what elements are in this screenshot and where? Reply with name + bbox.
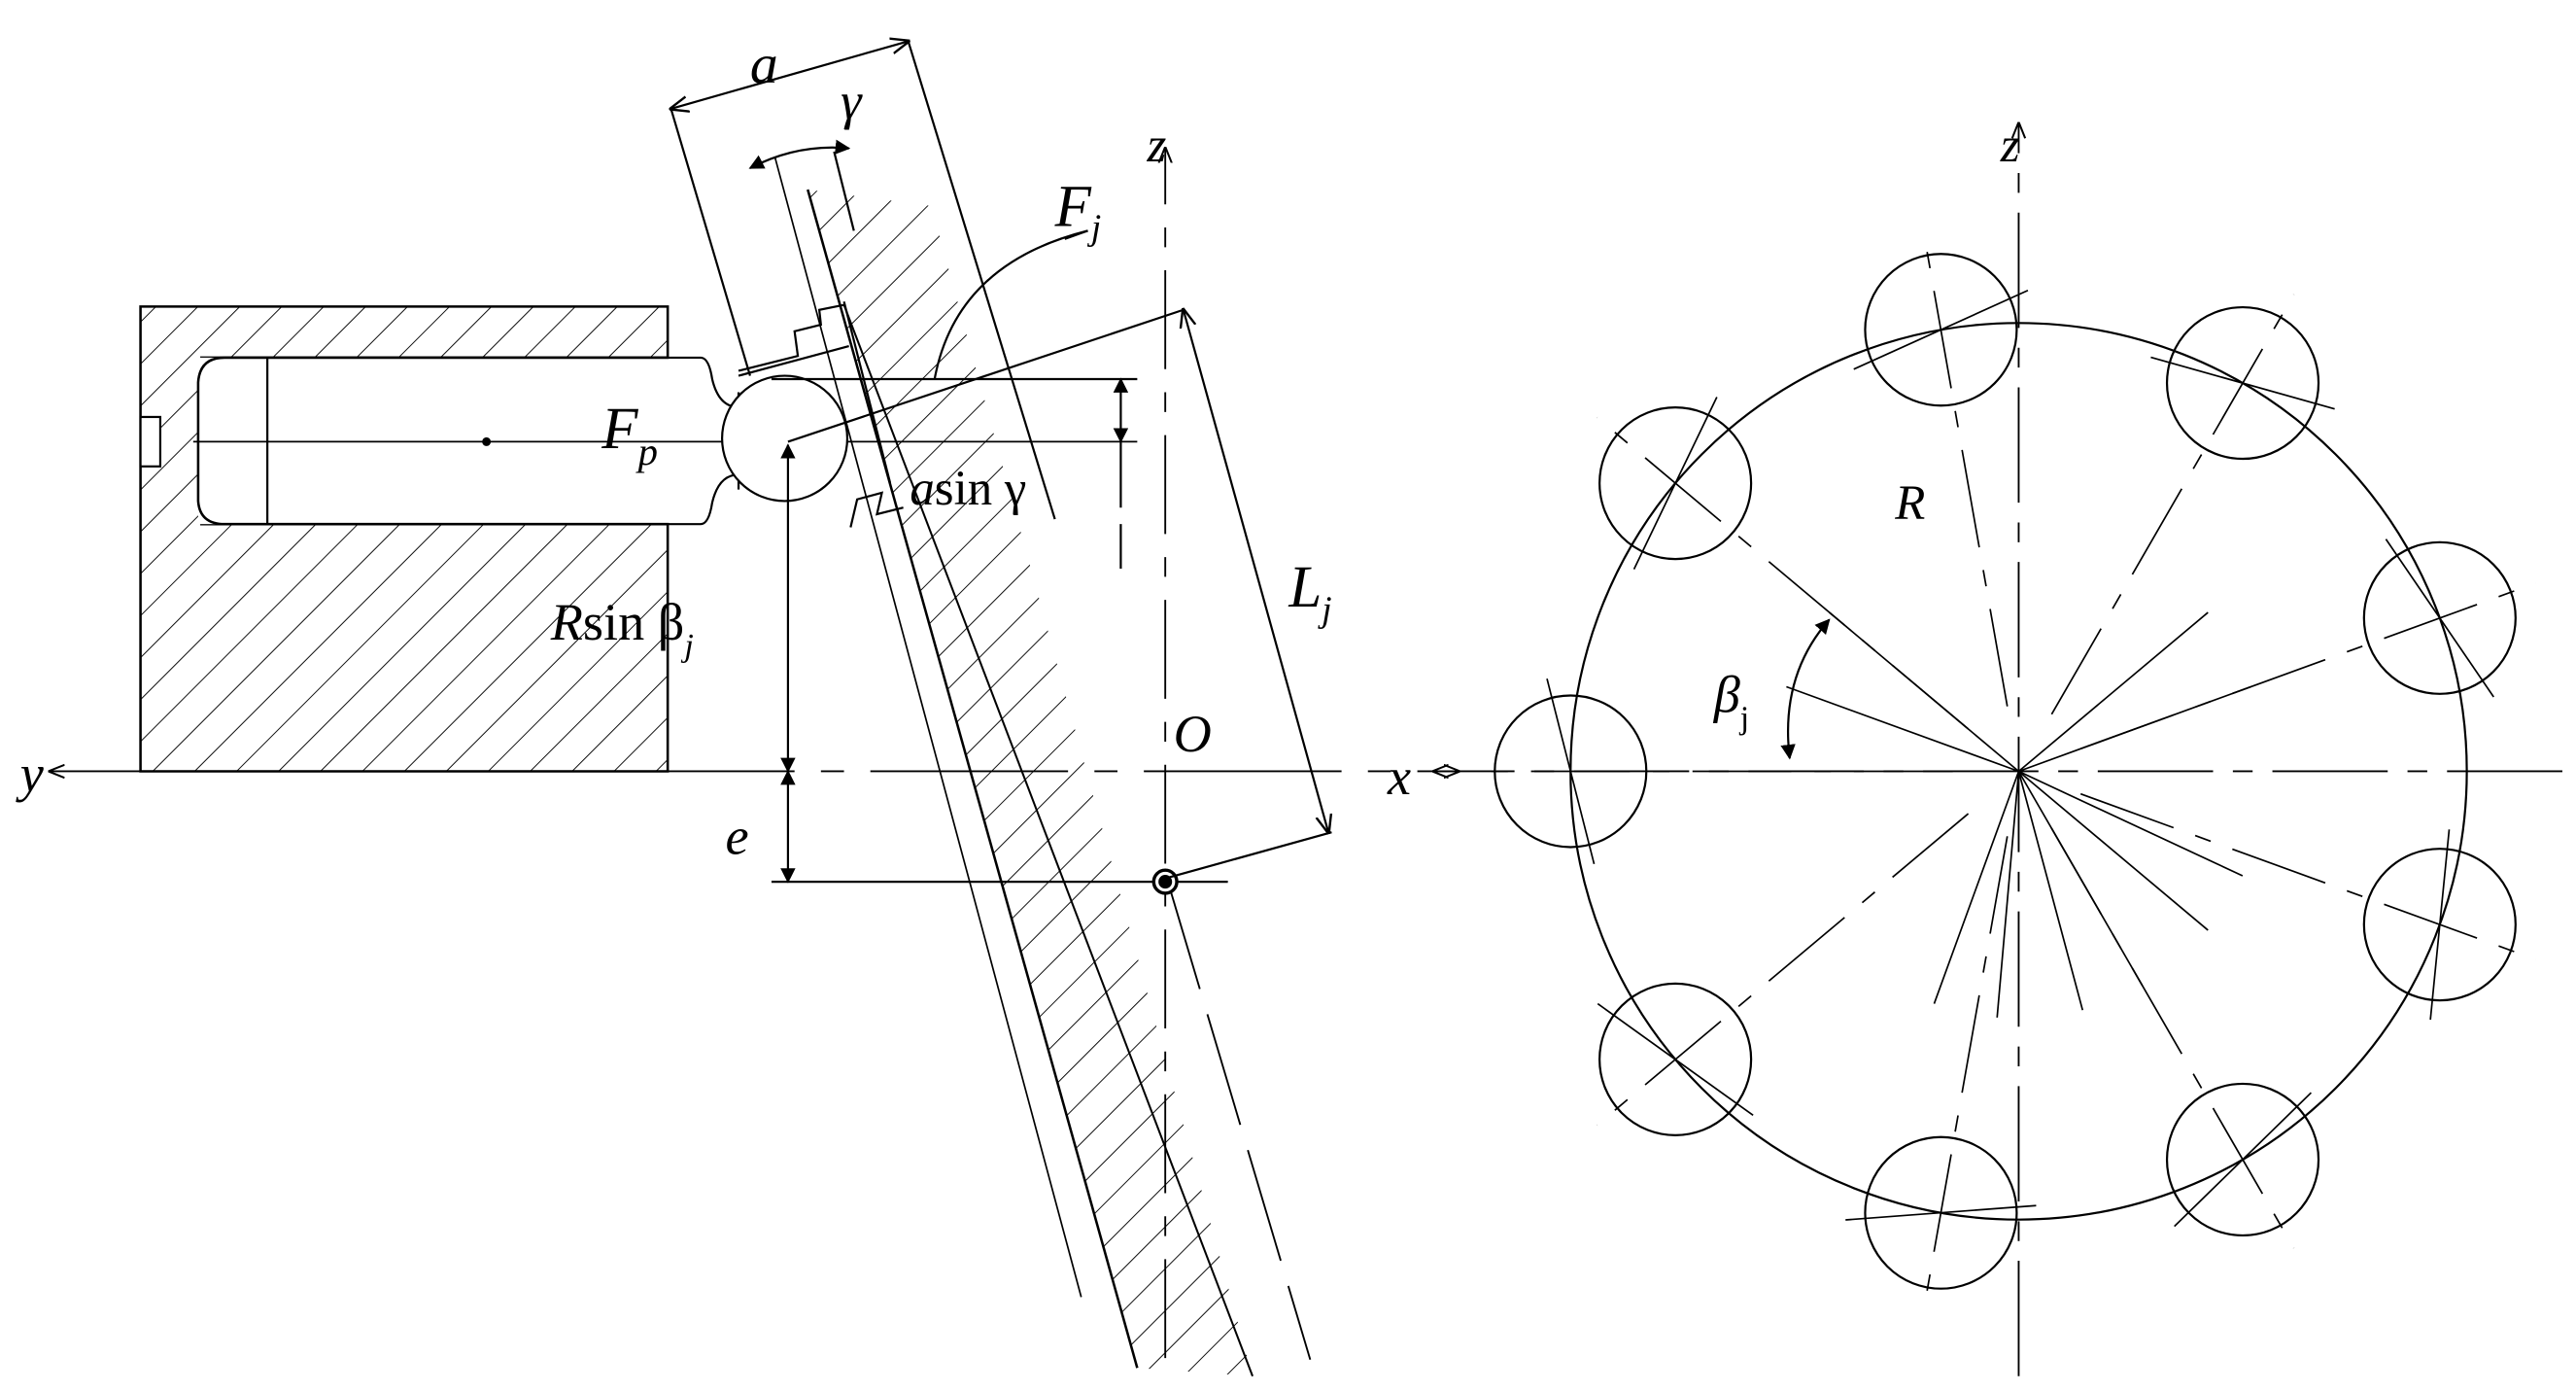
piston <box>139 356 1138 526</box>
piston-circles <box>1494 253 2517 1290</box>
piston-circle <box>1864 1135 2018 1290</box>
label-Fj: Fj <box>1054 174 1102 248</box>
piston-circle <box>2165 305 2320 461</box>
piston-cross-line <box>1845 1204 2037 1221</box>
spoke-line <box>2018 770 2244 877</box>
piston-circle <box>1864 253 2018 407</box>
piston-circle <box>1598 406 1753 561</box>
piston-cross-line <box>1632 397 1718 570</box>
spoke-line <box>1786 685 2019 773</box>
spoke-line <box>2018 685 2251 773</box>
piston-cross-line <box>2385 539 2494 698</box>
label-y-axis: y <box>16 745 45 803</box>
radial-center-line <box>2050 294 2295 715</box>
spoke-line <box>2017 771 2144 987</box>
radial-center-lines <box>1468 228 2536 1314</box>
spoke-line <box>2017 771 2084 1011</box>
label-z-axis: z <box>1147 119 1167 173</box>
label-R: R <box>1894 476 1925 531</box>
piston-cross-line <box>2429 829 2451 1021</box>
piston-cross-line <box>1546 678 1596 864</box>
slipper-outline <box>671 41 1082 1298</box>
dimension-lines <box>771 229 1331 884</box>
label-origin: O <box>1174 705 1212 763</box>
label-x-axis: x <box>1387 748 1411 806</box>
label-Rsin-beta: Rsin βj <box>550 593 694 664</box>
label-a: a <box>750 34 778 95</box>
spoke-line <box>1996 771 2020 1018</box>
side-view-labels: a γ z Fj Fp asin γ Lj Rsin βj O y x e <box>16 34 1411 865</box>
beta-arc <box>1780 618 1831 760</box>
piston-cross-line <box>1853 289 2029 370</box>
piston-circle <box>1598 982 1753 1136</box>
piston-cross-line <box>2174 1092 2312 1228</box>
piston-circle <box>2362 848 2517 1002</box>
side-view: a γ z Fj Fp asin γ Lj Rsin βj O y x e <box>16 34 1459 1377</box>
spoke-line <box>2017 611 2209 773</box>
spoke-line <box>1829 611 2019 773</box>
label-gamma: γ <box>841 72 863 130</box>
radial-center-line <box>1597 813 1970 1127</box>
label-z-axis-right: z <box>2000 119 2020 173</box>
cylinder-block <box>139 305 670 773</box>
radial-center-line <box>1922 836 2009 1314</box>
radial-center-line <box>2079 792 2536 960</box>
label-Fp: Fp <box>601 397 658 473</box>
spoke-line <box>1933 771 2020 1004</box>
radial-center-line <box>1922 228 2009 707</box>
piston-cross-line <box>2150 356 2335 410</box>
front-view: z R βj <box>1434 119 2562 1376</box>
label-Lj: Lj <box>1288 555 1331 630</box>
axes <box>50 149 1459 1361</box>
piston-circle <box>2362 540 2517 695</box>
label-e: e <box>725 807 748 865</box>
spoke-line <box>2017 770 2209 931</box>
label-beta-j: βj <box>1713 665 1749 736</box>
piston-cross-line <box>1597 1002 1754 1117</box>
label-asin-gamma: asin γ <box>910 462 1026 516</box>
piston-circle <box>2165 1082 2320 1237</box>
swash-plate <box>807 189 1254 1377</box>
